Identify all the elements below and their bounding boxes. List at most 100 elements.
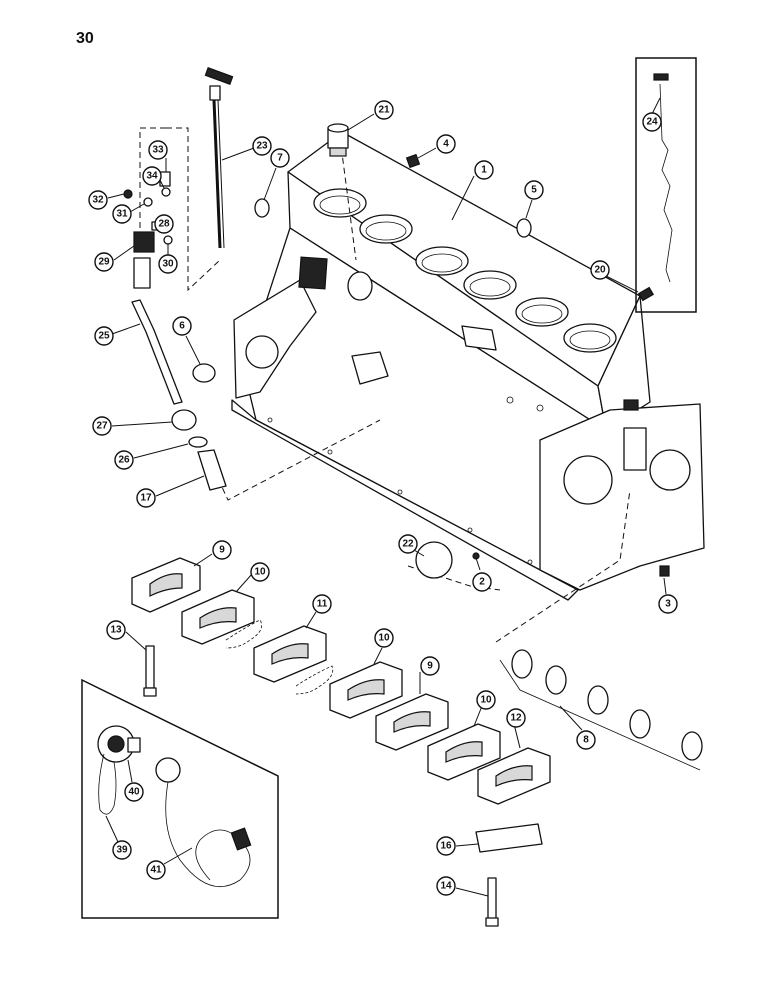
svg-text:12: 12 (510, 713, 522, 724)
svg-text:4: 4 (443, 139, 449, 150)
plug-4 (405, 153, 421, 169)
svg-text:16: 16 (440, 841, 452, 852)
svg-text:23: 23 (256, 141, 268, 152)
callout-22: 22 (398, 534, 425, 557)
svg-text:9: 9 (219, 545, 225, 556)
plug-22 (415, 541, 453, 579)
callout-14: 14 (436, 876, 489, 897)
callout-16: 16 (436, 836, 479, 856)
svg-text:5: 5 (531, 185, 537, 196)
callout-23: 23 (221, 136, 272, 161)
callout-28: 28 (154, 214, 174, 234)
callout-39: 39 (105, 815, 132, 860)
svg-text:41: 41 (150, 865, 162, 876)
callout-25: 25 (94, 323, 141, 346)
page-number: 30 (76, 30, 94, 47)
breather-21 (327, 123, 349, 157)
callout-29: 29 (94, 245, 135, 272)
plate-16 (475, 823, 543, 853)
svg-text:39: 39 (116, 845, 128, 856)
seal-6 (192, 363, 216, 383)
callout-7: 7 (263, 148, 290, 201)
svg-text:30: 30 (162, 259, 174, 270)
callout-24: 24 (642, 97, 662, 132)
svg-text:20: 20 (594, 265, 606, 276)
assembly-path (139, 127, 166, 232)
cam-bushings-8 (499, 649, 703, 771)
svg-text:31: 31 (116, 209, 128, 220)
callout-9-a: 9 (193, 540, 232, 567)
bearing-cap-9-a (131, 557, 201, 613)
svg-text:17: 17 (140, 493, 152, 504)
svg-text:24: 24 (646, 117, 658, 128)
callout-33: 33 (148, 140, 168, 172)
washer-31 (143, 197, 153, 207)
callout-12: 12 (506, 708, 526, 749)
callout-1: 1 (451, 160, 494, 221)
dipstick-assembly (204, 67, 234, 249)
bolt-13 (143, 645, 157, 697)
svg-text:29: 29 (98, 257, 110, 268)
o-ring-26 (188, 436, 208, 448)
svg-text:40: 40 (128, 787, 140, 798)
svg-text:13: 13 (110, 625, 122, 636)
callout-34: 34 (142, 166, 165, 189)
cylinder-block (231, 131, 705, 601)
callout-30: 30 (158, 244, 178, 274)
bearing-cap-10-c (427, 723, 501, 781)
svg-text:2: 2 (479, 577, 485, 588)
svg-text:27: 27 (96, 421, 108, 432)
callout-41: 41 (146, 847, 193, 880)
svg-text:26: 26 (118, 455, 130, 466)
callout-32: 32 (88, 190, 125, 210)
callout-40: 40 (124, 759, 144, 802)
tube-17 (197, 449, 227, 491)
bolt-14 (485, 877, 499, 927)
thrust-washer-11-b (295, 665, 334, 695)
screw-30 (163, 235, 173, 245)
nut-32 (123, 189, 133, 199)
svg-text:8: 8 (583, 735, 589, 746)
block-heater-40 (97, 725, 141, 763)
assembly-path (495, 489, 631, 643)
callout-10-b: 10 (373, 628, 394, 665)
svg-text:10: 10 (378, 633, 390, 644)
callout-11: 11 (305, 594, 332, 629)
plug-5 (516, 218, 532, 238)
assembly-path (339, 137, 357, 261)
heater-cord-41 (155, 757, 252, 888)
assembly-path (166, 127, 221, 292)
callout-27: 27 (92, 416, 173, 436)
callout-26: 26 (114, 443, 189, 470)
svg-text:32: 32 (92, 195, 104, 206)
bearing-cap-12 (477, 747, 551, 805)
svg-text:7: 7 (277, 153, 283, 164)
svg-text:28: 28 (158, 219, 170, 230)
svg-text:10: 10 (254, 567, 266, 578)
callout-10-c: 10 (473, 690, 496, 727)
callout-6: 6 (172, 316, 201, 365)
callout-8: 8 (559, 705, 596, 750)
callout-21: 21 (347, 100, 394, 131)
dipstick-24 (653, 73, 673, 283)
svg-text:21: 21 (378, 105, 390, 116)
svg-text:1: 1 (481, 165, 487, 176)
callout-2: 2 (472, 557, 492, 592)
callout-3: 3 (658, 577, 678, 614)
elbow-27 (171, 409, 197, 431)
bearing-cap-11 (253, 625, 327, 683)
callout-10-a: 10 (235, 562, 270, 593)
callout-17: 17 (136, 475, 205, 508)
plug-7 (254, 198, 270, 218)
heater-clip-39 (98, 753, 117, 815)
svg-text:3: 3 (665, 599, 671, 610)
dipstick-inset-frame (635, 57, 697, 313)
tube-29-sleeve (133, 257, 151, 289)
washer-34 (161, 187, 171, 197)
oil-filler-tube-25 (131, 299, 183, 405)
svg-text:9: 9 (427, 661, 433, 672)
svg-text:14: 14 (440, 881, 452, 892)
clamp-29 (133, 231, 155, 253)
svg-text:6: 6 (179, 321, 185, 332)
